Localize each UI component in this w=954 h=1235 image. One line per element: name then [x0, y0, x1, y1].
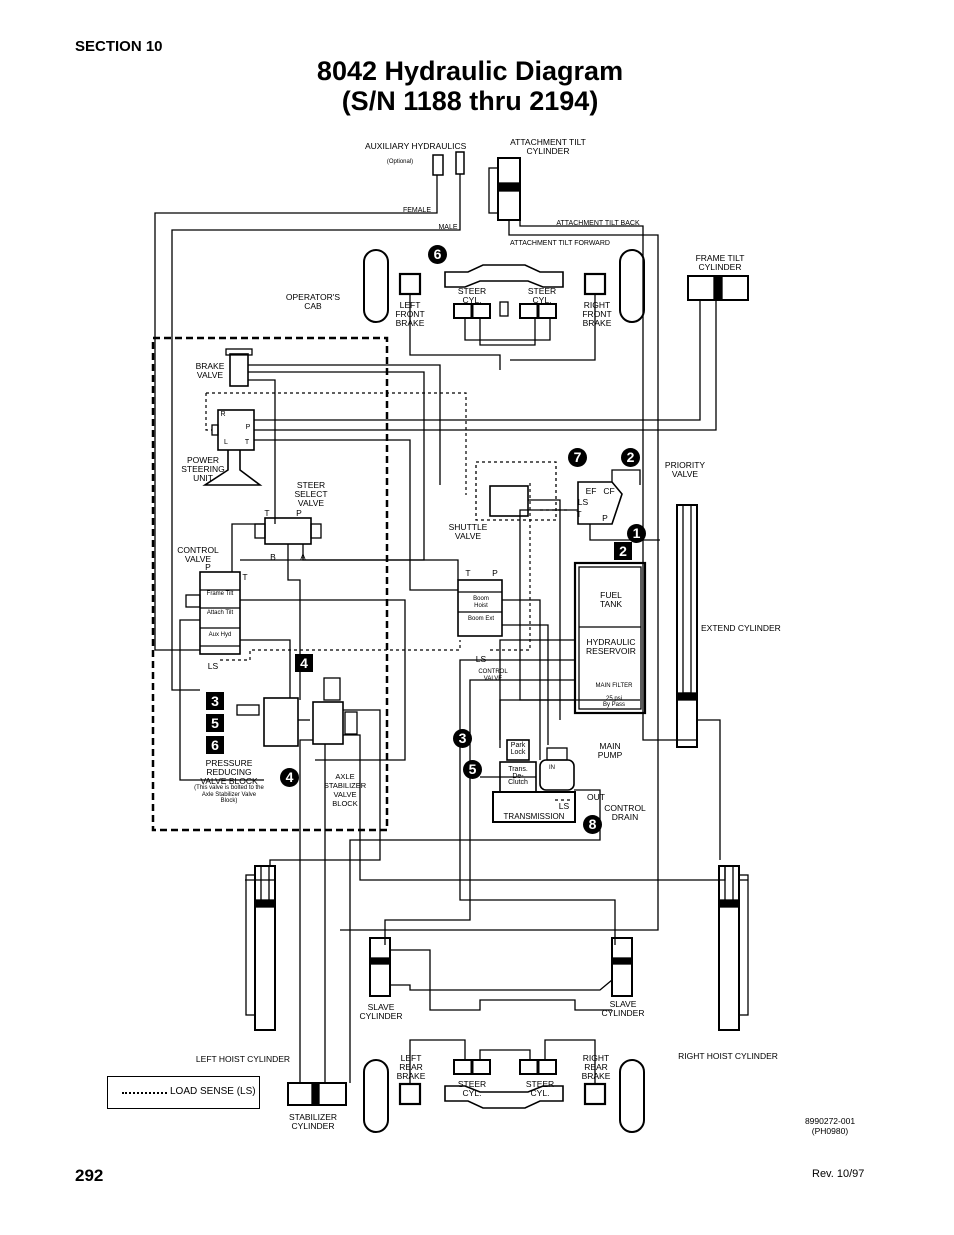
label-main-filter: MAIN FILTER	[595, 683, 633, 689]
port-a-steer: A	[300, 552, 306, 562]
label-fuel-tank: FUEL TANK	[599, 590, 623, 609]
label-front-steer-cyl-right: STEER CYL.	[527, 286, 557, 305]
label-slave-cylinder-left: SLAVE CYLINDER	[359, 1002, 403, 1021]
label-rear-steer-cyl-right: STEER CYL.	[525, 1079, 555, 1098]
callout-3-circle: 3	[453, 729, 472, 748]
revision: Rev. 10/97	[812, 1168, 865, 1180]
port-r-psu: R	[220, 411, 226, 418]
label-aux-hyd-section: Aux Hyd	[208, 632, 232, 638]
callout-6-square: 6	[206, 736, 224, 754]
label-attach-tilt-section: Attach Tilt	[206, 610, 234, 616]
label-priority-valve: PRIORITY VALVE	[664, 460, 706, 479]
label-main-pump: MAIN PUMP	[597, 741, 623, 760]
label-boom-hoist-section: Boom Hoist	[473, 596, 489, 609]
callout-2-square: 2	[614, 542, 632, 560]
label-attach-tilt-forward: ATTACHMENT TILT FORWARD	[510, 240, 610, 247]
port-cf: CF	[603, 486, 615, 496]
port-ls-priority: LS	[577, 497, 589, 507]
port-t-psu: T	[244, 439, 250, 446]
label-axle-stabilizer-block: AXLE STABILIZER VALVE BLOCK	[323, 772, 367, 808]
label-park-lock: Park Lock	[510, 742, 526, 756]
callout-1-circle: 1	[627, 524, 646, 543]
label-frame-tilt-cylinder: FRAME TILT CYLINDER	[695, 253, 745, 272]
label-right-rear-brake: RIGHT REAR BRAKE	[581, 1053, 611, 1081]
port-l-psu: L	[224, 439, 228, 446]
callout-7-circle: 7	[568, 448, 587, 467]
diagram-title-line1: 8042 Hydraulic Diagram	[316, 56, 624, 86]
label-pressure-reducing-note: (This valve is bolted to the Axle Stabil…	[194, 785, 264, 804]
label-transmission: TRANSMISSION	[503, 812, 565, 821]
label-control-drain: CONTROL DRAIN	[604, 803, 646, 822]
port-p-boom: P	[492, 568, 498, 578]
port-p-control: P	[205, 562, 211, 572]
label-right-hoist-cylinder: RIGHT HOIST CYLINDER	[678, 1051, 778, 1061]
photo-reference: (PH0980)	[811, 1126, 849, 1136]
label-male: MALE	[438, 224, 458, 231]
label-pump-in: IN	[549, 765, 555, 771]
callout-8-circle: 8	[583, 815, 602, 834]
label-main-filter-bypass: By Pass	[602, 702, 625, 708]
port-ls-boom: LS	[475, 654, 487, 664]
label-right-front-brake: RIGHT FRONT BRAKE	[582, 300, 612, 328]
port-p-steer: P	[296, 508, 302, 518]
callout-5-circle: 5	[463, 760, 482, 779]
port-ls-control: LS	[207, 661, 219, 671]
legend-box: LOAD SENSE (LS)	[107, 1076, 260, 1109]
label-attach-tilt-back: ATTACHMENT TILT BACK	[556, 220, 640, 227]
legend-load-sense: LOAD SENSE (LS)	[170, 1086, 256, 1097]
label-control-valve: CONTROL VALVE	[177, 545, 219, 564]
label-control-valve-small: CONTROL VALVE	[478, 669, 508, 682]
label-frame-tilt-section: Frame Tilt	[206, 591, 234, 597]
label-attach-tilt-cylinder: ATTACHMENT TILT CYLINDER	[510, 137, 586, 156]
label-left-front-brake: LEFT FRONT BRAKE	[395, 300, 425, 328]
label-brake-valve: BRAKE VALVE	[195, 361, 225, 380]
callout-2-circle: 2	[621, 448, 640, 467]
section-label: SECTION 10	[75, 38, 163, 55]
port-p-priority: P	[602, 513, 608, 523]
label-left-rear-brake: LEFT REAR BRAKE	[396, 1053, 426, 1081]
label-pump-ls: LS	[558, 801, 570, 811]
callout-4-square: 4	[295, 654, 313, 672]
label-steer-select-valve: STEER SELECT VALVE	[294, 480, 328, 508]
port-b-steer: B	[270, 552, 276, 562]
label-boom-ext-section: Boom Ext	[467, 616, 494, 622]
label-shuttle-valve: SHUTTLE VALVE	[448, 522, 488, 541]
label-aux-hydraulics: AUXILIARY HYDRAULICS	[365, 141, 467, 151]
label-operators-cab: OPERATOR'S CAB	[285, 292, 341, 311]
callout-3-square: 3	[206, 692, 224, 710]
label-rear-steer-cyl-left: STEER CYL.	[457, 1079, 487, 1098]
label-extend-cylinder: EXTEND CYLINDER	[701, 623, 781, 633]
label-female: FEMALE	[402, 207, 431, 214]
label-aux-optional: (Optional)	[386, 159, 414, 165]
label-front-steer-cyl-left: STEER CYL.	[457, 286, 487, 305]
port-t-boom: T	[465, 568, 471, 578]
label-power-steering-unit: POWER STEERING UNIT	[181, 455, 225, 483]
part-number: 8990272-001	[804, 1116, 856, 1126]
port-ef: EF	[585, 486, 597, 496]
label-trans-de-clutch: Trans. De- Clutch	[508, 766, 528, 786]
port-p-psu: P	[245, 424, 251, 431]
label-hydraulic-reservoir: HYDRAULIC RESERVOIR	[586, 637, 636, 656]
callout-6-circle: 6	[428, 245, 447, 264]
port-t-control: T	[242, 572, 248, 582]
label-left-hoist-cylinder: LEFT HOIST CYLINDER	[195, 1054, 291, 1064]
page-number: 292	[75, 1166, 104, 1185]
callout-4-circle: 4	[280, 768, 299, 787]
label-pump-out: OUT	[587, 792, 605, 802]
callout-5-square: 5	[206, 714, 224, 732]
label-pressure-reducing-block: PRESSURE REDUCING VALVE BLOCK	[200, 758, 258, 786]
port-t-priority: T	[576, 509, 582, 519]
label-stabilizer-cylinder: STABILIZER CYLINDER	[288, 1112, 338, 1131]
legend-dash-sample	[122, 1092, 167, 1094]
label-main-filter-psi: 25 psi	[605, 696, 622, 702]
diagram-title-line2: (S/N 1188 thru 2194)	[341, 86, 599, 116]
port-t-steer: T	[264, 508, 270, 518]
label-slave-cylinder-right: SLAVE CYLINDER	[601, 999, 645, 1018]
